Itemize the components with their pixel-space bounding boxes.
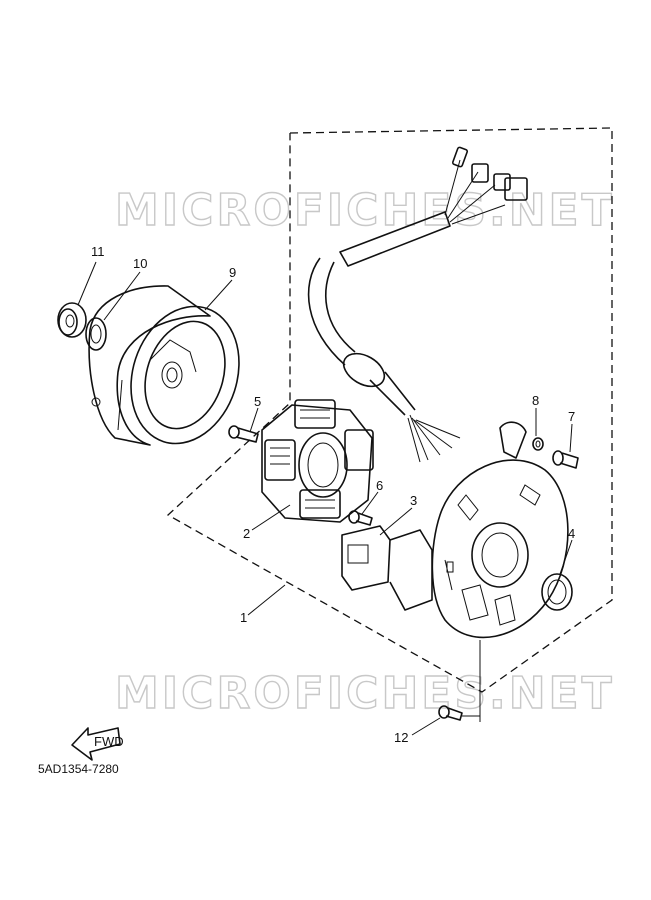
diagram-code: 5AD1354-7280 — [38, 762, 119, 776]
callout-3: 3 — [410, 493, 417, 508]
callout-10: 10 — [133, 256, 147, 271]
part-2-stator — [261, 399, 374, 523]
callout-4: 4 — [568, 526, 575, 541]
fwd-arrow-icon: FWD — [71, 727, 124, 761]
callout-8: 8 — [532, 393, 539, 408]
part-10-washer — [85, 317, 107, 351]
watermark-bottom: MICROFICHES.NET — [115, 668, 615, 719]
part-5-screw — [228, 425, 259, 443]
fwd-label: FWD — [94, 734, 124, 749]
part-11-nut — [57, 302, 87, 338]
callout-11: 11 — [91, 244, 105, 259]
callout-1: 1 — [240, 610, 247, 625]
callout-7: 7 — [568, 409, 575, 424]
callout-6: 6 — [376, 478, 383, 493]
part-12-screw — [438, 705, 463, 721]
part-3-pickup-coil — [341, 525, 433, 611]
leader-lines — [77, 261, 573, 736]
part-6-screw — [348, 510, 373, 526]
part-8-washer — [532, 437, 544, 451]
callout-9: 9 — [229, 265, 236, 280]
callout-12: 12 — [394, 730, 408, 745]
assembly-boundary — [166, 127, 613, 693]
part-9-rotor — [88, 285, 240, 446]
callout-2: 2 — [243, 526, 250, 541]
part-4-oil-seal — [541, 573, 573, 611]
part-7-screw — [552, 450, 579, 469]
stator-base-plate — [431, 459, 569, 639]
watermark-top: MICROFICHES.NET — [115, 185, 615, 236]
callout-5: 5 — [254, 394, 261, 409]
part-8-clamp — [499, 421, 527, 459]
wire-harness — [307, 146, 528, 463]
